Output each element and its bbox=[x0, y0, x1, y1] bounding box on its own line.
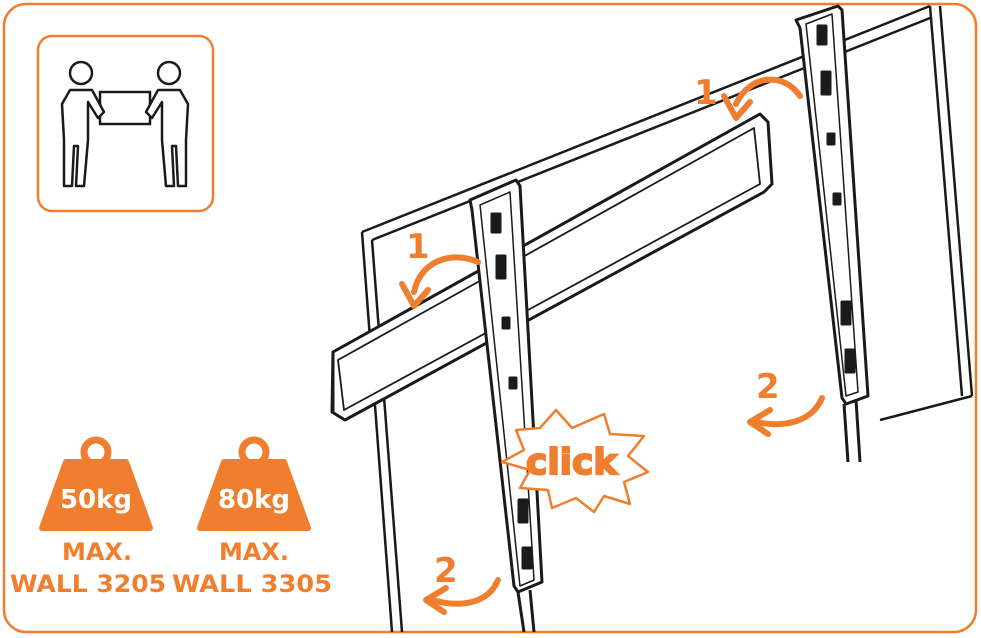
max-label-1: MAX. bbox=[62, 538, 132, 566]
step1-right-arrow bbox=[721, 76, 803, 121]
wall-rail bbox=[330, 112, 774, 422]
step1-left-number: 1 bbox=[406, 227, 430, 267]
step1-right-number: 1 bbox=[694, 73, 718, 113]
step1-left-arrow bbox=[399, 254, 481, 309]
model-label-2: WALL 3305 bbox=[172, 570, 332, 598]
step2-left-arrow bbox=[423, 577, 501, 615]
model-label-1: WALL 3205 bbox=[10, 570, 166, 598]
weight-50kg-icon: 50kg bbox=[39, 436, 153, 531]
two-person-lift-icon bbox=[36, 34, 215, 213]
weight-80kg-icon: 80kg bbox=[197, 436, 311, 531]
step2-right-arrow bbox=[747, 395, 825, 437]
step2-left-number: 2 bbox=[434, 551, 458, 591]
weight-50kg-value: 50kg bbox=[60, 485, 132, 515]
max-label-2: MAX. bbox=[219, 538, 289, 566]
right-bracket bbox=[794, 4, 870, 463]
click-burst-icon: click bbox=[500, 408, 650, 514]
step2-right-number: 2 bbox=[756, 367, 780, 407]
click-label: click bbox=[526, 442, 618, 483]
weight-80kg-value: 80kg bbox=[218, 485, 290, 515]
